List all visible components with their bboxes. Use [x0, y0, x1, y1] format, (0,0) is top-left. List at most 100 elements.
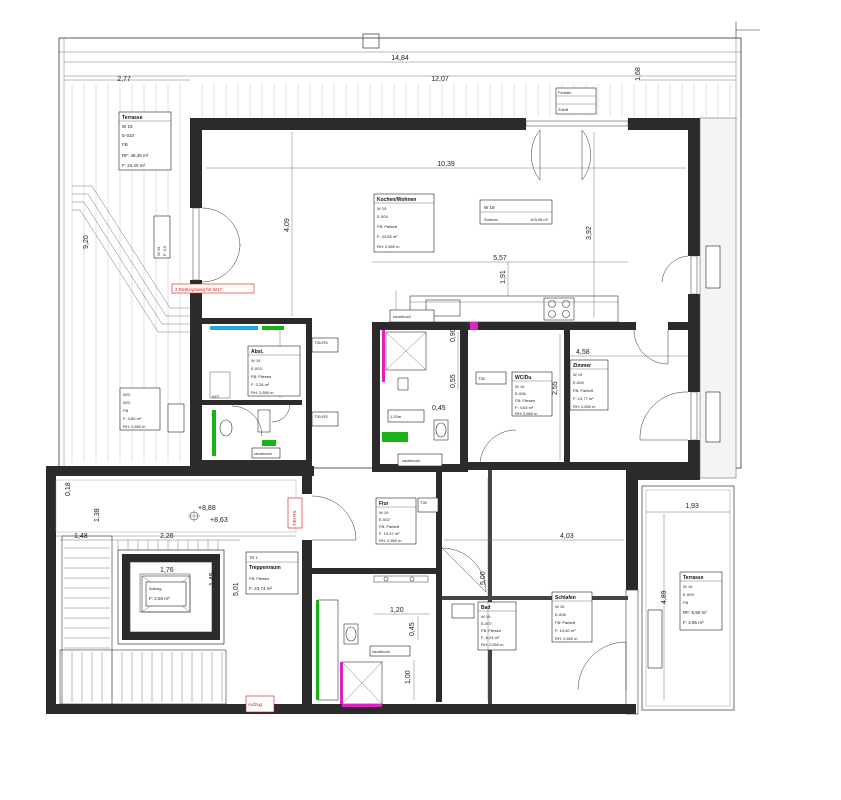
stamp-kitchen: Kochen/Wohnen W 19 E-004 FB: Parkett F: … [373, 193, 435, 253]
dim-right-depth: 3,92 [586, 226, 593, 240]
svg-text:Kochen/Wohnen: Kochen/Wohnen [377, 197, 416, 203]
svg-text:raumhoch: raumhoch [372, 649, 390, 654]
svg-text:W 19: W 19 [484, 205, 495, 210]
stamp-unit-total: W 19 Summe 103,08 m² [479, 199, 553, 225]
dim-bed-w: 4,03 [560, 533, 574, 540]
svg-text:E-005: E-005 [573, 380, 584, 385]
svg-text:FB: Fliesen: FB: Fliesen [251, 374, 271, 379]
apartment-walls [46, 118, 700, 715]
kitchen-dimensions: 10,39 4,09 3,92 5,57 1,91 [206, 132, 686, 320]
svg-text:W/C: W/C [123, 400, 131, 405]
dim-kitchen-width: 10,39 [437, 161, 455, 168]
stairwell-dimensions: 0,18 1,38 1,48 2,26 5,01 1,76 1,45 +8,88… [60, 482, 240, 596]
stamp-terrace-left: Terrasse W 19 E-010 FB RF: 48,40 m² F: 2… [118, 111, 172, 171]
svg-text:RH: 2,650 m: RH: 2,650 m [377, 244, 400, 249]
svg-text:Terrasse: Terrasse [683, 575, 704, 581]
svg-text:FB: Parkett: FB: Parkett [573, 388, 594, 393]
svg-text:E-008: E-008 [555, 612, 566, 617]
room-schlafen: 4,03 5,00 Schlafen W 19 E-008 FB: Parket… [444, 478, 624, 700]
stamp-window-note: Fenster Zuluft [555, 87, 597, 115]
svg-text:W/T: W/T [212, 394, 220, 399]
svg-text:W 19: W 19 [122, 124, 133, 129]
svg-text:T30: T30 [478, 376, 486, 381]
svg-text:Zuluft: Zuluft [558, 107, 569, 112]
svg-text:RF: 9,90 m²: RF: 9,90 m² [683, 610, 707, 615]
svg-text:W 19: W 19 [156, 246, 161, 256]
dim-mid-h: 5,00 [480, 571, 487, 585]
svg-text:RF: 48,40 m²: RF: 48,40 m² [122, 153, 149, 158]
dim-wc-h: 0,55 [450, 374, 457, 388]
room-zimmer: 4,58 2,55 Zimmer W 19 E-005 FB: Parkett … [552, 334, 688, 460]
svg-text:FB: FB [122, 142, 128, 147]
dim-right-t-h: 4,89 [661, 590, 668, 604]
svg-text:F: 6,24 m²: F: 6,24 m² [481, 635, 500, 640]
svg-text:E-009: E-009 [683, 592, 694, 597]
dim-left-width: 2,77 [117, 76, 131, 83]
room-wcdu: raumhoch 1,20m raumhoch 0,90 0,55 0,45 T… [382, 309, 553, 467]
svg-text:FB: Parkett: FB: Parkett [555, 620, 576, 625]
svg-text:F: 3,80 m²: F: 3,80 m² [123, 416, 142, 421]
room-bad: raumhoch 1,20 0,45 1,00 Bad W 19 E-007 F… [316, 575, 517, 707]
doors [201, 129, 689, 691]
dim-short: 1,91 [500, 270, 507, 284]
dim-kitchen-depth: 4,09 [284, 218, 291, 232]
stamp-aufzug: Aufzug F: 2,50 m² [145, 581, 187, 607]
svg-text:W 19: W 19 [555, 604, 565, 609]
svg-text:RH: 2,650 m: RH: 2,650 m [573, 404, 596, 409]
svg-text:F: 13,77 m²: F: 13,77 m² [573, 396, 594, 401]
dim-total-width: 14,84 [391, 55, 409, 62]
svg-text:E-002: E-002 [379, 517, 390, 522]
dim-mid-width: 5,57 [493, 255, 507, 262]
dim-bath2-h2: 1,00 [405, 670, 412, 684]
svg-text:FB: Fliesen: FB: Fliesen [249, 576, 269, 581]
room-abstell: Abst. W 19 E-003 FB: Fliesen F: 3,28 m² … [209, 326, 301, 399]
svg-text:2.Rettungsweg für W17: 2.Rettungsweg für W17 [175, 287, 223, 292]
fire-tags-red: T30-RS Aufzug [245, 497, 303, 713]
level-a: +8,88 [198, 505, 216, 512]
dim-bath-h: 0,90 [450, 328, 457, 342]
svg-text:Bad: Bad [481, 605, 490, 611]
svg-text:F: 4,95 m²: F: 4,95 m² [683, 620, 704, 625]
svg-text:W 19: W 19 [683, 584, 693, 589]
right-terrace: 1,93 4,89 Terrasse W 19 E-009 FB RF: 9,9… [641, 485, 735, 711]
dim-bath2-w: 1,20 [390, 607, 404, 614]
svg-text:Aufzug: Aufzug [248, 702, 263, 707]
dim-lift-w: 1,76 [160, 567, 174, 574]
svg-text:T30-RS: T30-RS [314, 414, 328, 419]
svg-text:F: 43,85 m²: F: 43,85 m² [377, 234, 398, 239]
svg-text:1,20m: 1,20m [390, 414, 402, 419]
svg-text:F: 24,20 m²: F: 24,20 m² [122, 163, 146, 168]
dim-stair-w: 2,26 [160, 533, 174, 540]
svg-text:FB: Parkett: FB: Parkett [379, 524, 400, 529]
svg-text:raumhoch: raumhoch [393, 314, 411, 319]
dim-main-width: 12,07 [431, 76, 449, 83]
dim-stair-top: 0,18 [65, 482, 72, 496]
svg-text:RH: 2,650 m: RH: 2,650 m [251, 390, 274, 395]
svg-text:E-010: E-010 [122, 133, 135, 138]
svg-text:FB: Parkett: FB: Parkett [377, 224, 398, 229]
svg-text:W 19: W 19 [379, 510, 389, 515]
escape-route-label: 2.Rettungsweg für W17 [171, 283, 255, 294]
top-dimensions: 14,84 2,77 12,07 1,68 [64, 55, 736, 83]
svg-text:W 19: W 19 [573, 372, 583, 377]
svg-text:W/C: W/C [123, 392, 131, 397]
room-small-wc: raumhoch [212, 409, 281, 459]
svg-text:RH: 2,650 m: RH: 2,650 m [555, 636, 578, 641]
terrace-ramp-lines [72, 185, 190, 333]
svg-text:raumhoch: raumhoch [254, 451, 272, 456]
svg-text:F: 3,5: F: 3,5 [162, 245, 167, 256]
level-b: +8,63 [210, 517, 228, 524]
svg-text:T30: T30 [420, 500, 428, 505]
svg-text:W 19: W 19 [251, 358, 261, 363]
svg-text:W 19: W 19 [377, 206, 387, 211]
dim-stair-mid: 1,38 [94, 508, 101, 522]
svg-text:F: 23,74 m²: F: 23,74 m² [249, 586, 273, 591]
dim-stair-h: 5,01 [233, 582, 240, 596]
svg-text:E-004: E-004 [377, 214, 388, 219]
svg-text:Zimmer: Zimmer [573, 363, 591, 369]
svg-text:Fenster: Fenster [558, 90, 572, 95]
dim-bath2-h1: 0,45 [409, 622, 416, 636]
stamp-side-a: W 19 F: 3,5 [153, 215, 171, 259]
dim-lift-h: 1,45 [209, 572, 216, 586]
svg-text:RH: 2,650 m: RH: 2,650 m [481, 642, 504, 647]
